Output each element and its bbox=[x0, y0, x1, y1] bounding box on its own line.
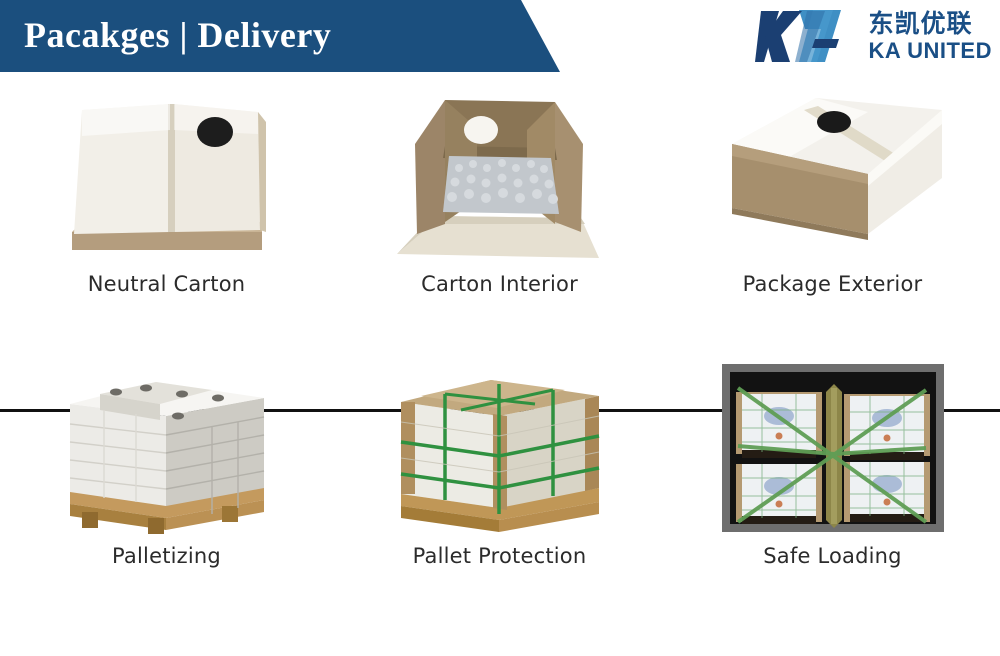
ka-united-logo-mark-icon bbox=[754, 10, 841, 62]
logo-text-block: 东凯优联 KA UNITED bbox=[869, 11, 992, 62]
page-header: Pacakges | Delivery 东凯优联 KA UNITED bbox=[0, 0, 1000, 76]
step-card-5: Pallet Protection bbox=[333, 352, 666, 614]
step-card-3: Package Exterior bbox=[666, 80, 999, 342]
step-card-2: Carton Interior bbox=[333, 80, 666, 342]
steps-row-1: Neutral Carton bbox=[0, 80, 1000, 427]
step-card-1: Neutral Carton bbox=[0, 80, 333, 342]
photo-pallet-protection bbox=[385, 354, 615, 539]
photo-package-exterior bbox=[718, 82, 948, 267]
page-title: Pacakges | Delivery bbox=[24, 15, 332, 55]
step-card-4: Palletizing bbox=[0, 352, 333, 614]
step-label-2: Carton Interior bbox=[421, 272, 578, 296]
photo-neutral-carton bbox=[52, 82, 282, 267]
step-card-6: Safe Loading bbox=[666, 352, 999, 614]
photo-safe-loading bbox=[718, 354, 948, 539]
step-label-4: Palletizing bbox=[112, 544, 221, 568]
photo-carton-interior bbox=[385, 82, 615, 267]
photo-palletizing bbox=[52, 354, 282, 539]
company-logo: 东凯优联 KA UNITED bbox=[754, 4, 992, 68]
logo-english-name: KA UNITED bbox=[868, 37, 992, 63]
step-label-6: Safe Loading bbox=[763, 544, 902, 568]
logo-chinese-name: 东凯优联 bbox=[868, 8, 973, 38]
step-label-3: Package Exterior bbox=[742, 272, 923, 296]
steps-row-2: Palletizing bbox=[0, 352, 1000, 614]
step-label-5: Pallet Protection bbox=[412, 544, 587, 568]
step-label-1: Neutral Carton bbox=[87, 272, 246, 296]
header-banner-shape bbox=[0, 0, 560, 72]
